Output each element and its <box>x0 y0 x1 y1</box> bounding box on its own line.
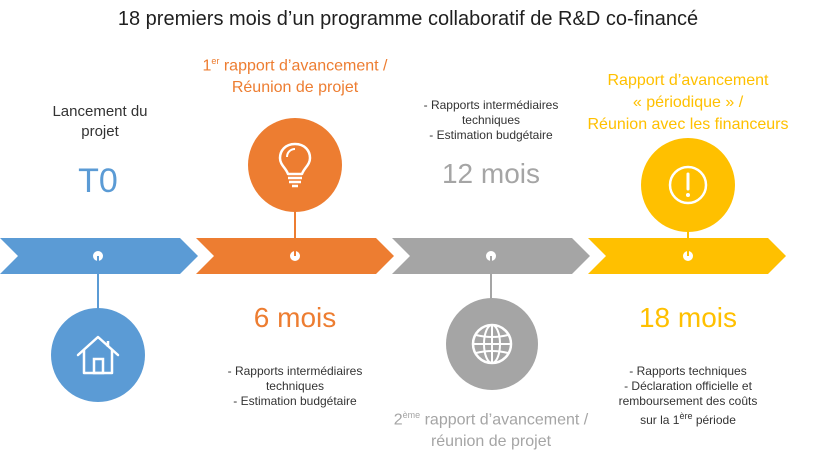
stage-18-mois-note-4-suffix: période <box>692 413 736 427</box>
stage-12-mois-notes: - Rapports intermédiaires techniques - E… <box>386 98 596 143</box>
stage-18-mois-note-3: remboursement des coûts <box>618 394 758 408</box>
stage-t0-label-line-1: Lancement du <box>52 103 148 120</box>
stage-t0-icon-circle <box>51 308 145 402</box>
stage-18-mois-note-4-prefix: sur la 1 <box>640 413 680 427</box>
diagram-title: 18 premiers mois d’un programme collabor… <box>117 8 699 30</box>
stage-6-mois-note-1: - Rapports intermédiaires <box>227 364 363 378</box>
stage-12-mois-label-line-2: réunion de projet <box>430 433 552 451</box>
connector-t0 <box>97 256 99 312</box>
stage-12-mois-note-2: techniques <box>461 113 521 127</box>
stage-6-mois-icon-circle <box>248 118 342 212</box>
lightbulb-icon <box>278 142 312 188</box>
timeline-dot-18-mois <box>683 251 693 261</box>
connector-12-mois <box>490 256 492 302</box>
stage-18-mois-label: Rapport d’avancement « périodique » / Ré… <box>568 70 808 136</box>
stage-6-mois-label-sup: er <box>211 56 220 66</box>
exclamation-icon <box>668 165 708 205</box>
stage-18-mois-note-1: - Rapports techniques <box>629 364 747 378</box>
stage-t0-milestone: T0 <box>78 162 118 200</box>
stage-12-mois-note-3: - Estimation budgétaire <box>429 128 553 142</box>
stage-18-mois-icon-circle <box>641 138 735 232</box>
stage-6-mois-notes: - Rapports intermédiaires techniques - E… <box>185 364 405 409</box>
stage-12-mois-label-text: rapport d’avancement / <box>420 411 589 429</box>
stage-18-mois-note-4-sup: ère <box>679 411 693 421</box>
stage-6-mois-label-text: rapport d’avancement / <box>219 57 388 75</box>
stage-12-mois-icon-circle <box>446 298 538 390</box>
house-icon <box>76 335 120 375</box>
stage-6-mois-label-line-2: Réunion de projet <box>231 79 359 97</box>
stage-12-mois-label: 2ème rapport d’avancement / réunion de p… <box>361 404 621 453</box>
stage-t0-label: Lancement du projet <box>20 102 180 142</box>
stage-18-mois-note-4: sur la 1ère période <box>588 409 788 428</box>
stage-6-mois-note-2: techniques <box>265 379 325 393</box>
stage-18-mois-milestone: 18 mois <box>638 302 738 333</box>
stage-18-mois-label-line-1: Rapport d’avancement <box>607 72 769 89</box>
globe-icon <box>471 323 513 365</box>
stage-12-mois-note-1: - Rapports intermédiaires <box>423 98 559 112</box>
stage-18-mois-label-line-2: « périodique » / <box>632 94 744 111</box>
stage-18-mois-note-2: - Déclaration officielle et <box>624 379 752 393</box>
stage-6-mois-note-3: - Estimation budgétaire <box>233 394 357 408</box>
stage-12-mois-label-line-1: 2ème rapport d’avancement / <box>361 404 621 431</box>
stage-12-mois-label-number: 2 <box>393 411 403 429</box>
connector-6-mois <box>294 198 296 256</box>
timeline-dot-6-mois <box>290 251 300 261</box>
stage-18-mois-label-line-3: Réunion avec les financeurs <box>587 116 789 133</box>
stage-6-mois-label-number: 1 <box>202 57 212 75</box>
stage-18-mois-notes: - Rapports techniques - Déclaration offi… <box>588 364 788 428</box>
stage-12-mois-label-sup: ème <box>402 410 421 420</box>
stage-t0-label-line-2: projet <box>81 123 119 140</box>
stage-6-mois-label: 1er rapport d’avancement / Réunion de pr… <box>175 50 415 99</box>
stage-12-mois-milestone: 12 mois <box>441 158 541 189</box>
stage-6-mois-milestone: 6 mois <box>253 302 337 333</box>
stage-6-mois-label-line-1: 1er rapport d’avancement / <box>175 50 415 77</box>
timeline <box>0 238 786 274</box>
